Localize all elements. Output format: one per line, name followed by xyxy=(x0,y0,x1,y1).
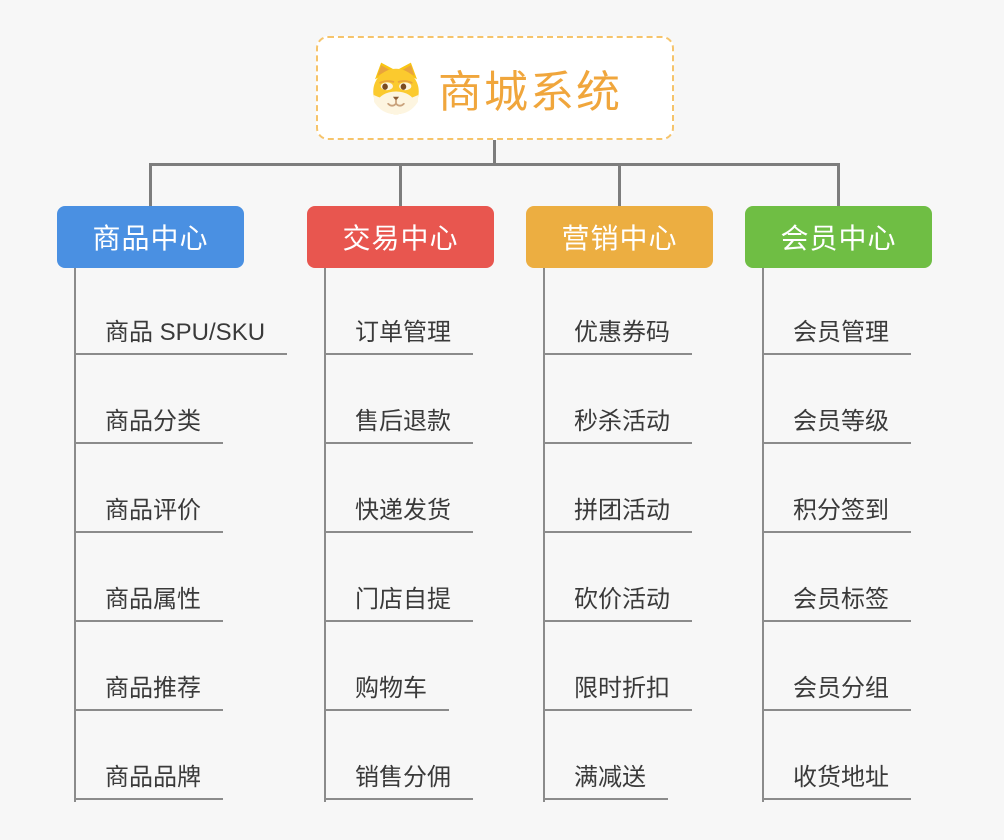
leaf-label: 砍价活动 xyxy=(543,584,692,622)
leaf-label: 会员等级 xyxy=(762,406,911,444)
leaf-label: 积分签到 xyxy=(762,495,911,533)
leaf-node[interactable]: 商品 SPU/SKU xyxy=(74,317,288,355)
connector-branch-spine xyxy=(762,268,764,802)
leaf-node[interactable]: 拼团活动 xyxy=(543,495,692,533)
root-node-label: 商城系统 xyxy=(438,68,622,117)
connector-horizontal-rail xyxy=(149,163,839,166)
leaf-node[interactable]: 会员等级 xyxy=(762,406,911,444)
leaf-label: 商品品牌 xyxy=(74,762,223,800)
leaf-label: 快递发货 xyxy=(324,495,473,533)
leaf-node[interactable]: 限时折扣 xyxy=(543,673,692,711)
leaf-node[interactable]: 购物车 xyxy=(324,673,449,711)
leaf-node[interactable]: 会员标签 xyxy=(762,584,911,622)
leaf-label: 售后退款 xyxy=(324,406,473,444)
leaf-node[interactable]: 订单管理 xyxy=(324,317,473,355)
leaf-node[interactable]: 商品属性 xyxy=(74,584,223,622)
leaf-node[interactable]: 商品品牌 xyxy=(74,762,223,800)
leaf-node[interactable]: 优惠券码 xyxy=(543,317,692,355)
connector-root-stem xyxy=(493,140,496,166)
leaf-label: 销售分佣 xyxy=(324,762,473,800)
leaf-label: 商品分类 xyxy=(74,406,223,444)
branch-node-product-center[interactable]: 商品中心 xyxy=(57,206,244,268)
leaf-node[interactable]: 商品分类 xyxy=(74,406,223,444)
connector-drop-member xyxy=(837,163,840,206)
dog-face-icon xyxy=(373,62,419,115)
leaf-label: 拼团活动 xyxy=(543,495,692,533)
leaf-label: 商品评价 xyxy=(74,495,223,533)
leaf-label: 商品属性 xyxy=(74,584,223,622)
branch-node-trade-center[interactable]: 交易中心 xyxy=(307,206,494,268)
leaf-node[interactable]: 门店自提 xyxy=(324,584,473,622)
connector-drop-marketing xyxy=(618,163,621,206)
leaf-node[interactable]: 销售分佣 xyxy=(324,762,473,800)
leaf-label: 商品 SPU/SKU xyxy=(74,317,288,355)
connector-branch-spine xyxy=(324,268,326,802)
leaf-label: 会员分组 xyxy=(762,673,911,711)
branch-node-marketing-center[interactable]: 营销中心 xyxy=(526,206,713,268)
leaf-node[interactable]: 商品评价 xyxy=(74,495,223,533)
leaf-node[interactable]: 会员分组 xyxy=(762,673,911,711)
leaf-label: 限时折扣 xyxy=(543,673,692,711)
leaf-label: 订单管理 xyxy=(324,317,473,355)
leaf-label: 优惠券码 xyxy=(543,317,692,355)
connector-drop-product xyxy=(149,163,152,206)
leaf-node[interactable]: 商品推荐 xyxy=(74,673,223,711)
leaf-node[interactable]: 收货地址 xyxy=(762,762,911,800)
leaf-label: 满减送 xyxy=(543,762,668,800)
root-node-mall-system[interactable]: 商城系统 xyxy=(316,36,674,140)
leaf-node[interactable]: 会员管理 xyxy=(762,317,911,355)
leaf-node[interactable]: 积分签到 xyxy=(762,495,911,533)
connector-branch-spine xyxy=(74,268,76,802)
leaf-node[interactable]: 秒杀活动 xyxy=(543,406,692,444)
leaf-node[interactable]: 满减送 xyxy=(543,762,668,800)
leaf-label: 收货地址 xyxy=(762,762,911,800)
leaf-label: 购物车 xyxy=(324,673,449,711)
branch-node-member-center[interactable]: 会员中心 xyxy=(745,206,932,268)
leaf-label: 门店自提 xyxy=(324,584,473,622)
leaf-node[interactable]: 售后退款 xyxy=(324,406,473,444)
connector-drop-trade xyxy=(399,163,402,206)
leaf-label: 秒杀活动 xyxy=(543,406,692,444)
connector-branch-spine xyxy=(543,268,545,802)
leaf-node[interactable]: 砍价活动 xyxy=(543,584,692,622)
leaf-label: 商品推荐 xyxy=(74,673,223,711)
leaf-label: 会员管理 xyxy=(762,317,911,355)
leaf-node[interactable]: 快递发货 xyxy=(324,495,473,533)
leaf-label: 会员标签 xyxy=(762,584,911,622)
